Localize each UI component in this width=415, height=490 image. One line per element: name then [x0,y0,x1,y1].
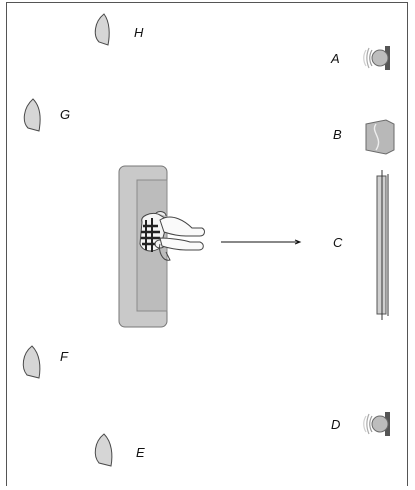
label-f: F [60,349,68,364]
label-e: E [136,445,145,460]
speaker-g-icon [23,98,41,132]
speaker-b-icon [365,119,395,155]
diagram-frame [6,2,408,486]
speaker-h-icon [94,13,110,46]
label-a: A [331,51,340,66]
speaker-d-icon [363,412,390,436]
viewer-icon [139,211,205,261]
direction-arrow-icon [221,239,302,245]
label-b: B [333,127,342,142]
label-g: G [60,107,71,122]
tv-c-icon [376,170,389,320]
speaker-f-icon [22,345,41,379]
label-c: C [333,235,343,250]
speaker-a-icon [363,46,390,70]
label-d: D [331,417,341,432]
label-h: H [134,25,144,40]
speaker-e-icon [94,433,113,467]
